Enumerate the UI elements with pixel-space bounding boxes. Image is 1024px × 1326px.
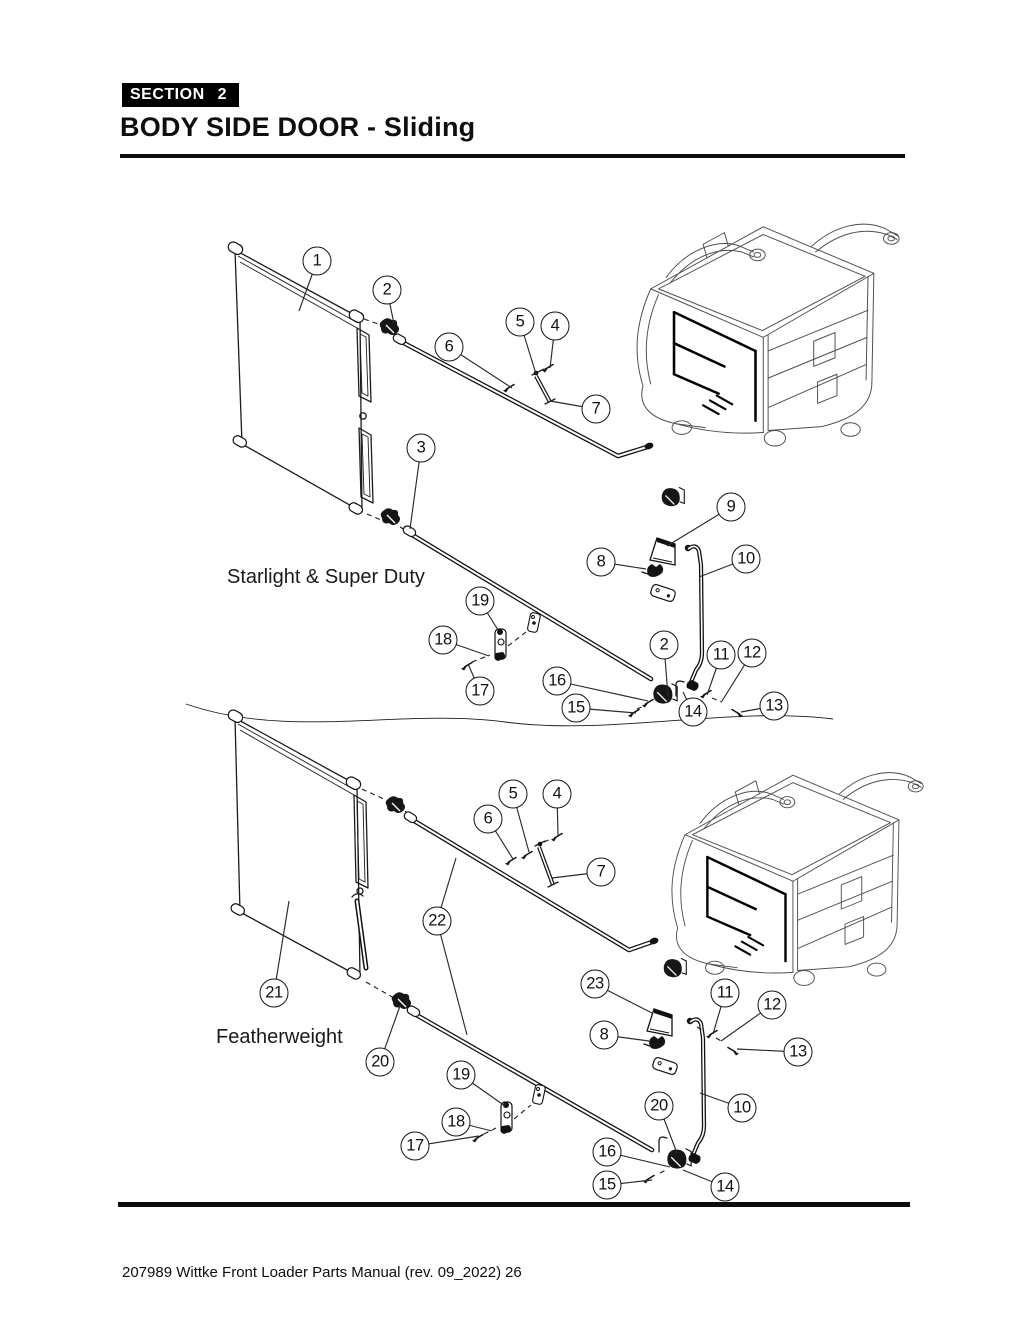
callout-8: 8 xyxy=(589,1020,619,1050)
screw-5 xyxy=(520,850,533,861)
callout-13: 13 xyxy=(759,691,789,721)
callout-3: 3 xyxy=(406,433,436,463)
callout-22: 22 xyxy=(422,906,452,936)
callout-23: 23 xyxy=(580,969,610,999)
screw-6 xyxy=(504,856,517,867)
callout-18: 18 xyxy=(428,625,458,655)
callout-11: 11 xyxy=(710,978,740,1008)
latch-catch xyxy=(643,1035,666,1050)
callout-19: 19 xyxy=(446,1060,476,1090)
callout-12: 12 xyxy=(737,638,767,668)
callout-10: 10 xyxy=(727,1093,757,1123)
door-handle xyxy=(354,898,369,971)
rail-foot-cluster xyxy=(642,1136,692,1185)
callout-5: 5 xyxy=(505,307,535,337)
latch-catch xyxy=(641,563,664,578)
page-number: 26 xyxy=(505,1264,522,1281)
callout-7: 7 xyxy=(581,394,611,424)
door-panel-1 xyxy=(227,241,374,515)
callout-6: 6 xyxy=(473,804,503,834)
door-stop-strut xyxy=(534,838,559,888)
callout-14: 14 xyxy=(678,697,708,727)
callout-16: 16 xyxy=(592,1137,622,1167)
door-stop-wedge xyxy=(646,1008,673,1037)
hanger-bracket-top xyxy=(379,317,400,336)
callout-2: 2 xyxy=(649,630,679,660)
latch-rod xyxy=(687,1018,704,1164)
lower-slide-rail xyxy=(402,525,654,682)
callout-13: 13 xyxy=(783,1037,813,1067)
diagram-starlight-super-duty xyxy=(227,222,901,719)
diagram-label-featherweight: Featherweight xyxy=(216,1026,343,1048)
callout-4: 4 xyxy=(540,311,570,341)
roller-bracket xyxy=(499,1101,513,1135)
striker-plate xyxy=(651,1055,679,1077)
screw-13 xyxy=(727,1046,740,1057)
diagram-label-starlight: Starlight & Super Duty xyxy=(227,566,425,588)
callout-7: 7 xyxy=(586,857,616,887)
callout-20: 20 xyxy=(644,1091,674,1121)
roller-bracket xyxy=(493,628,507,662)
hanger-bracket-bottom xyxy=(391,991,412,1010)
callout-21: 21 xyxy=(259,978,289,1008)
section-divider-wave xyxy=(185,703,834,727)
callout-16: 16 xyxy=(542,666,572,696)
screw-11 xyxy=(705,1029,718,1040)
header-rule xyxy=(120,154,905,158)
callout-6: 6 xyxy=(434,332,464,362)
door-stop-wedge xyxy=(649,537,676,566)
truck-cab-illustration-top xyxy=(635,222,901,448)
truck-cab-illustration-bottom xyxy=(670,771,925,987)
screw-17 xyxy=(471,1133,484,1144)
callout-18: 18 xyxy=(441,1107,471,1137)
callout-15: 15 xyxy=(592,1170,622,1200)
striker-plate xyxy=(649,582,677,604)
rail-end-connector xyxy=(661,486,685,507)
rail-clip xyxy=(531,1083,547,1106)
callout-11: 11 xyxy=(706,640,736,670)
hanger-bracket-top xyxy=(385,795,406,814)
callout-8: 8 xyxy=(586,547,616,577)
callout-10: 10 xyxy=(731,544,761,574)
callout-12: 12 xyxy=(757,990,787,1020)
footer-manual-title: 207989 Wittke Front Loader Parts Manual … xyxy=(122,1264,502,1281)
callout-4: 4 xyxy=(542,779,572,809)
callout-5: 5 xyxy=(498,779,528,809)
callout-1: 1 xyxy=(302,246,332,276)
screw-4 xyxy=(541,363,554,374)
screw-17 xyxy=(460,661,473,672)
diagram-featherweight xyxy=(227,709,925,1185)
screw-4 xyxy=(550,832,563,843)
rail-end-connector xyxy=(663,957,687,978)
section-badge: SECTION 2 xyxy=(122,83,239,107)
door-panel-21 xyxy=(227,709,369,980)
page-title: BODY SIDE DOOR - Sliding xyxy=(120,112,476,142)
callout-14: 14 xyxy=(710,1172,740,1202)
callout-20: 20 xyxy=(365,1047,395,1077)
latch-rod xyxy=(685,545,702,691)
hanger-bracket-bottom xyxy=(380,507,401,526)
callout-19: 19 xyxy=(465,586,495,616)
door-stop-strut xyxy=(531,367,556,405)
callout-2: 2 xyxy=(372,275,402,305)
callout-17: 17 xyxy=(465,676,495,706)
callout-9: 9 xyxy=(716,492,746,522)
callout-15: 15 xyxy=(561,693,591,723)
rail-clip xyxy=(526,611,542,634)
callout-17: 17 xyxy=(400,1131,430,1161)
screw-6 xyxy=(502,383,515,394)
footer-rule xyxy=(118,1202,910,1207)
